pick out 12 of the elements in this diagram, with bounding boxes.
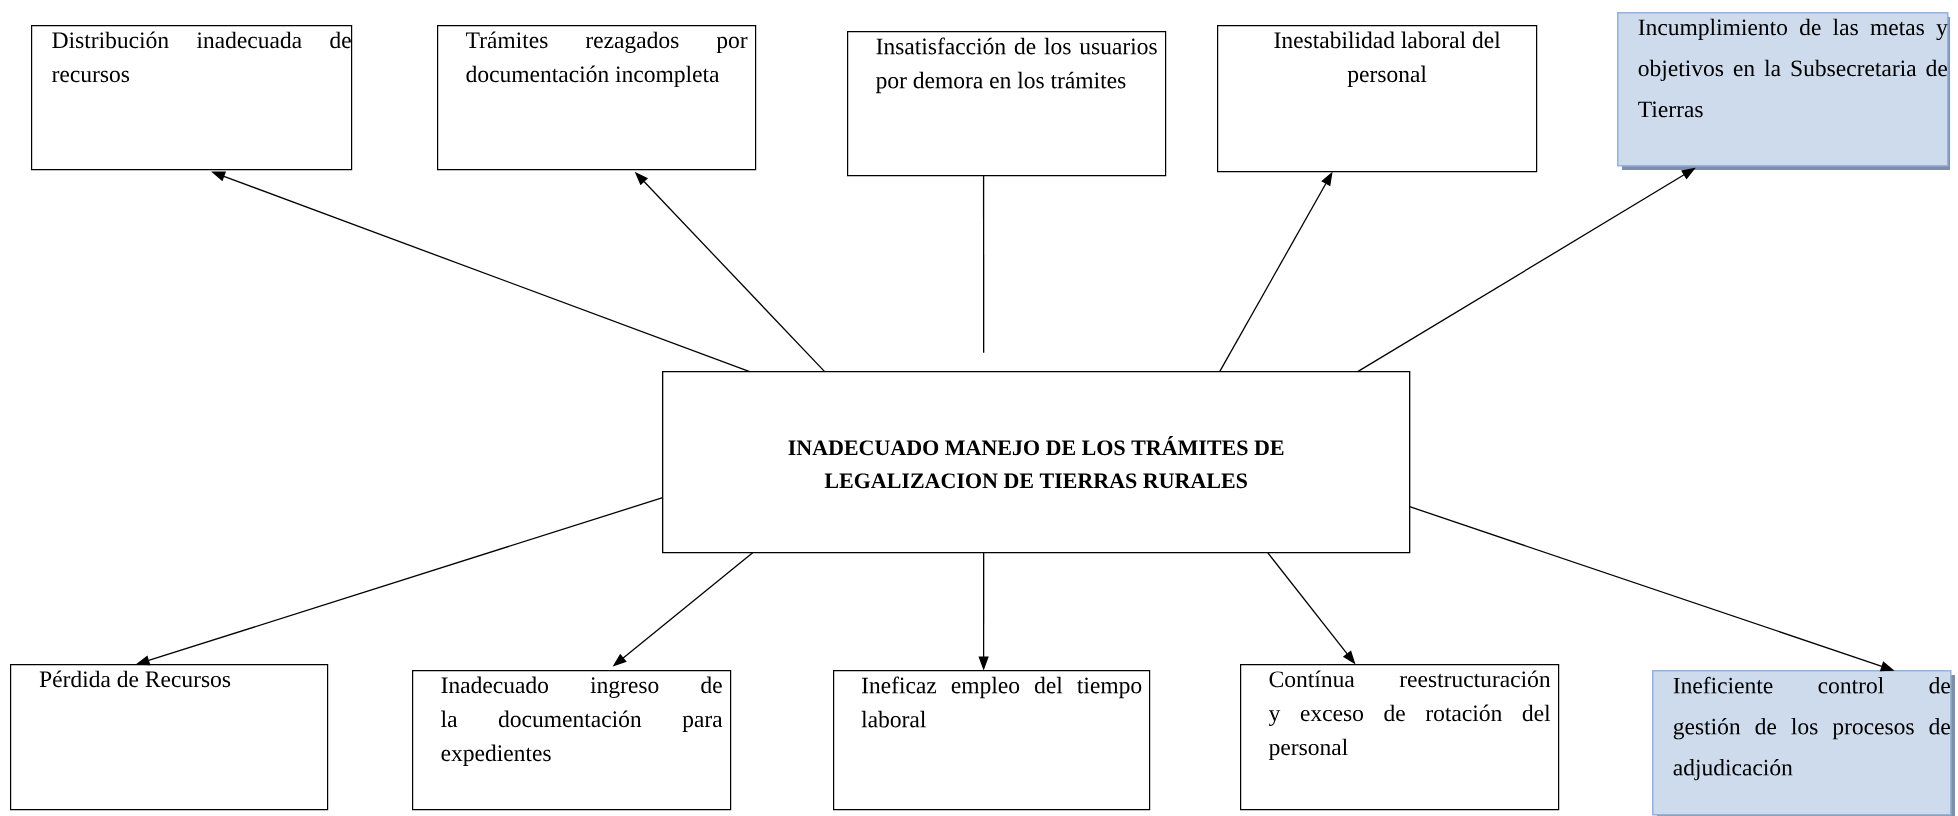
problem-box: INADECUADO MANEJO DE LOS TRÁMITES DE LEGALIZACION DE TIERRAS RURALES [662, 371, 1411, 554]
effect-box: Trámites rezagados por documentación incompleta [437, 25, 757, 171]
effect-box: Inestabilidad laboral del personal [1217, 25, 1538, 173]
connector-line [982, 174, 985, 354]
effect-box: Ineficiente control de gestión de los procesos de adjudicación [1652, 670, 1956, 816]
effect-box: Incumplimiento de las metas y objetivos en la Subsecretaria de Tierras [1617, 12, 1951, 170]
effect-box: Contínua reestructuración y exceso de rotación del personal [1240, 664, 1560, 811]
effect-box: Insatisfacción de los usuarios por demora en los trámites [847, 31, 1167, 177]
effect-box: Pérdida de Recursos [10, 664, 329, 811]
effect-box: Inadecuado ingreso de la documentación para expedientes [412, 670, 732, 811]
effect-box: Distribución inadecuada de recursos [31, 25, 353, 171]
effect-box: Ineficaz empleo del tiempo laboral [833, 670, 1151, 811]
